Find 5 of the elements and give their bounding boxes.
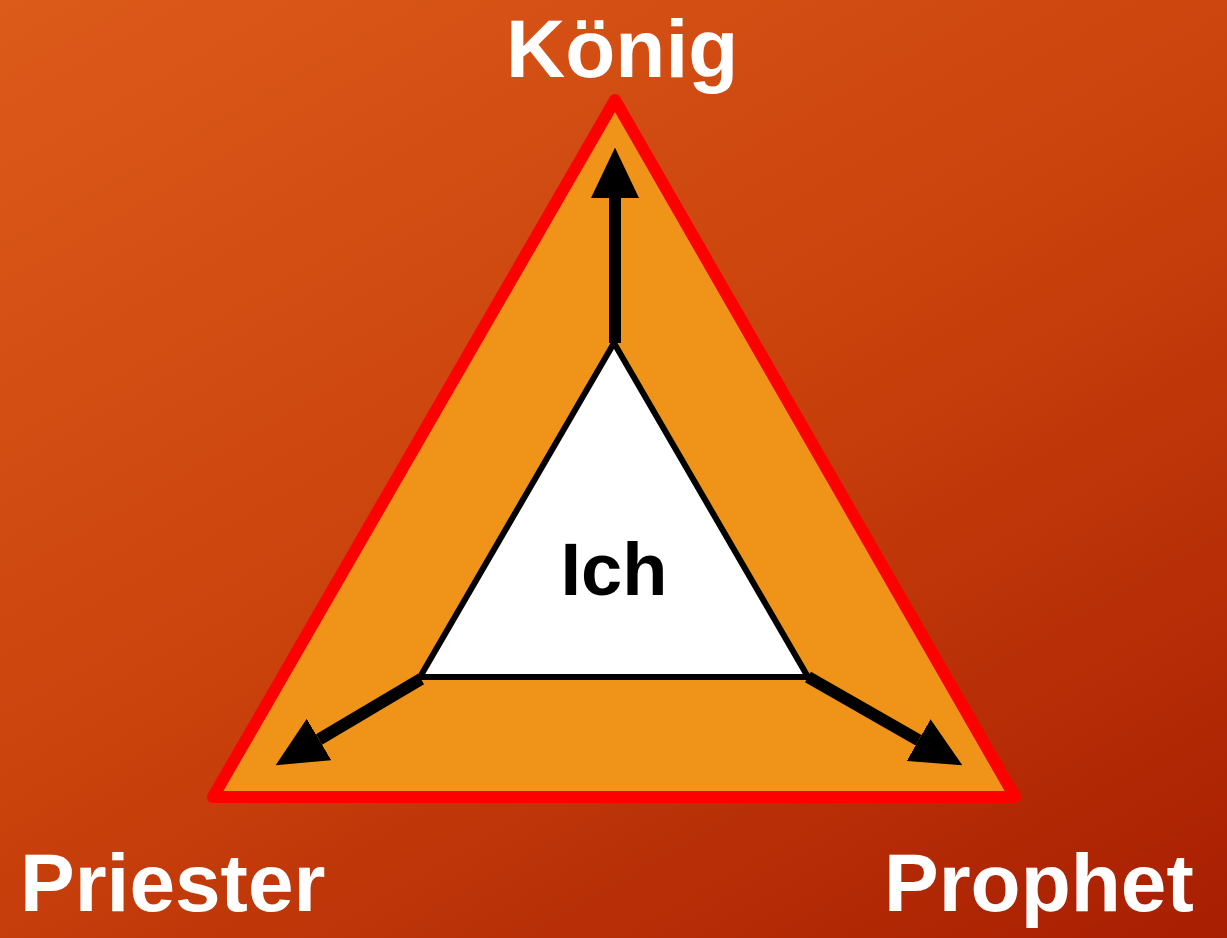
arrow bbox=[805, 671, 961, 764]
center-label: Ich bbox=[560, 533, 668, 607]
role-label: Priester bbox=[20, 842, 326, 924]
arrow bbox=[591, 150, 639, 343]
arrow bbox=[277, 673, 425, 764]
